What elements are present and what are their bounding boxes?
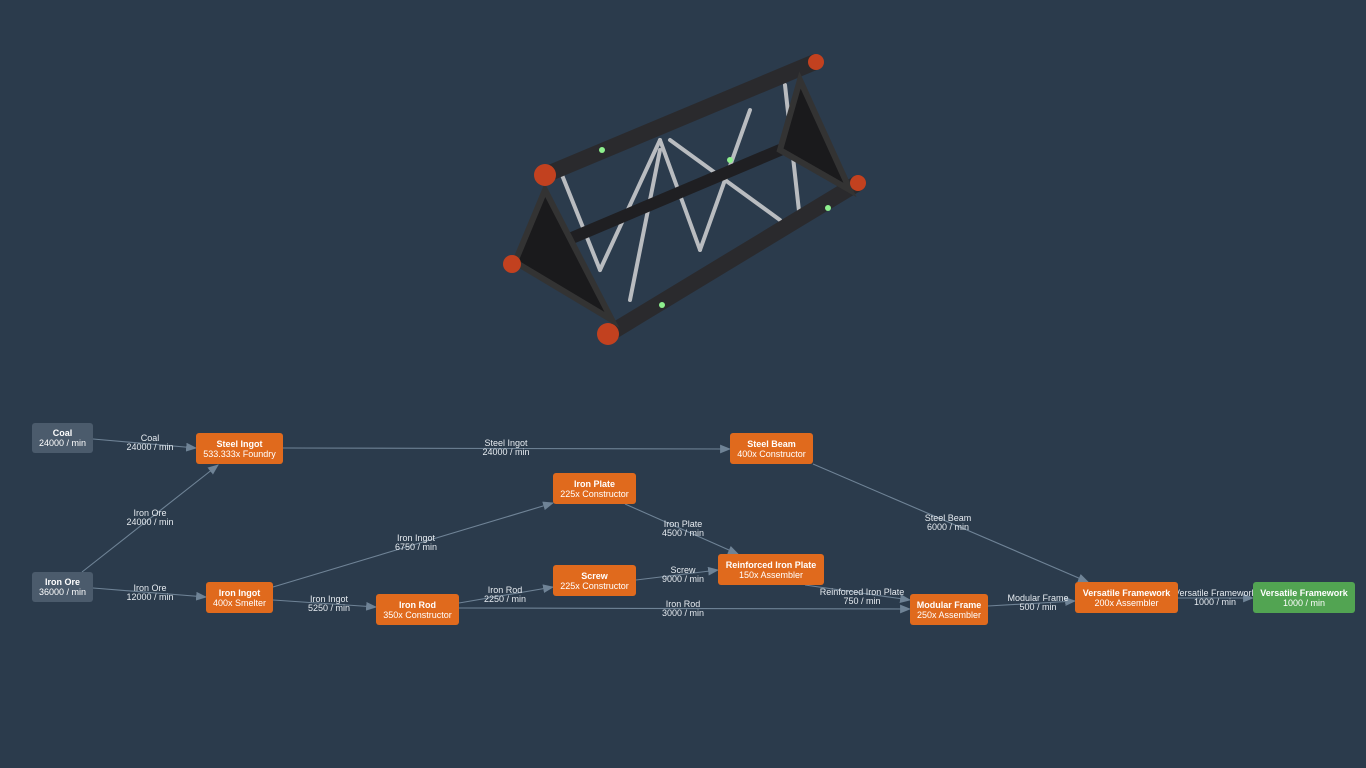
edge-item-label: Coal <box>141 433 160 443</box>
node-subtitle: 150x Assembler <box>738 569 804 580</box>
edge-rate-label: 24000 / min <box>126 517 173 527</box>
node-subtitle: 225x Constructor <box>560 580 629 591</box>
edge-item-label: Iron Plate <box>664 519 703 529</box>
node-title: Modular Frame <box>916 599 982 610</box>
edge-item-label: Steel Ingot <box>484 438 528 448</box>
edge-rate-label: 3000 / min <box>662 608 704 618</box>
edge-item-label: Modular Frame <box>1007 593 1068 603</box>
node-title: Versatile Framework <box>1082 587 1171 598</box>
edge-item-label: Iron Rod <box>666 599 701 609</box>
node-subtitle: 350x Constructor <box>383 609 452 620</box>
node-subtitle: 533.333x Foundry <box>203 448 276 459</box>
node-title: Iron Ingot <box>218 587 261 598</box>
edge-rate-label: 1000 / min <box>1194 597 1236 607</box>
node-title: Coal <box>52 428 73 438</box>
node-subtitle: 400x Constructor <box>737 448 806 459</box>
edge-rate-label: 6750 / min <box>395 542 437 552</box>
edge-rate-label: 12000 / min <box>126 592 173 602</box>
edge-item-label: Versatile Framework <box>1174 588 1257 598</box>
node-subtitle: 225x Constructor <box>560 488 629 499</box>
node-title: Iron Ore <box>44 577 80 587</box>
edge-rate-label: 5250 / min <box>308 603 350 613</box>
node-title: Steel Beam <box>747 438 796 449</box>
edge-rate-label: 24000 / min <box>482 447 529 457</box>
edge-item-label: Steel Beam <box>925 513 972 523</box>
node-title: Iron Plate <box>573 478 615 489</box>
edge-rate-label: 24000 / min <box>126 442 173 452</box>
edge-rate-label: 750 / min <box>843 596 880 606</box>
node-subtitle: 200x Assembler <box>1094 597 1159 608</box>
node-title: Steel Ingot <box>216 438 263 449</box>
edge-rate-label: 9000 / min <box>662 574 704 584</box>
node-subtitle: 400x Smelter <box>212 597 267 608</box>
edge-rate-label: 2250 / min <box>484 594 526 604</box>
edge-rate-label: 4500 / min <box>662 528 704 538</box>
node-subtitle: 36000 / min <box>38 587 87 597</box>
edge-item-label: Iron Ore <box>133 508 166 518</box>
edge-item-label: Iron Ingot <box>310 594 349 604</box>
node-title: Iron Rod <box>399 599 436 610</box>
node-title: Screw <box>581 570 608 581</box>
node-subtitle: 24000 / min <box>38 438 87 448</box>
edge-rate-label: 6000 / min <box>927 522 969 532</box>
node-title: Reinforced Iron Plate <box>725 559 817 570</box>
edge-item-label: Iron Rod <box>488 585 523 595</box>
edge-item-label: Screw <box>670 565 696 575</box>
node-subtitle: 1000 / min <box>1282 597 1326 608</box>
edge-item-label: Iron Ore <box>133 583 166 593</box>
edge-item-label: Iron Ingot <box>397 533 436 543</box>
edge-rate-label: 500 / min <box>1019 602 1056 612</box>
node-subtitle: 250x Assembler <box>916 609 982 620</box>
versatile-framework-truss-image <box>503 54 866 345</box>
edge-item-label: Reinforced Iron Plate <box>820 587 905 597</box>
node-title: Versatile Framework <box>1260 587 1348 598</box>
